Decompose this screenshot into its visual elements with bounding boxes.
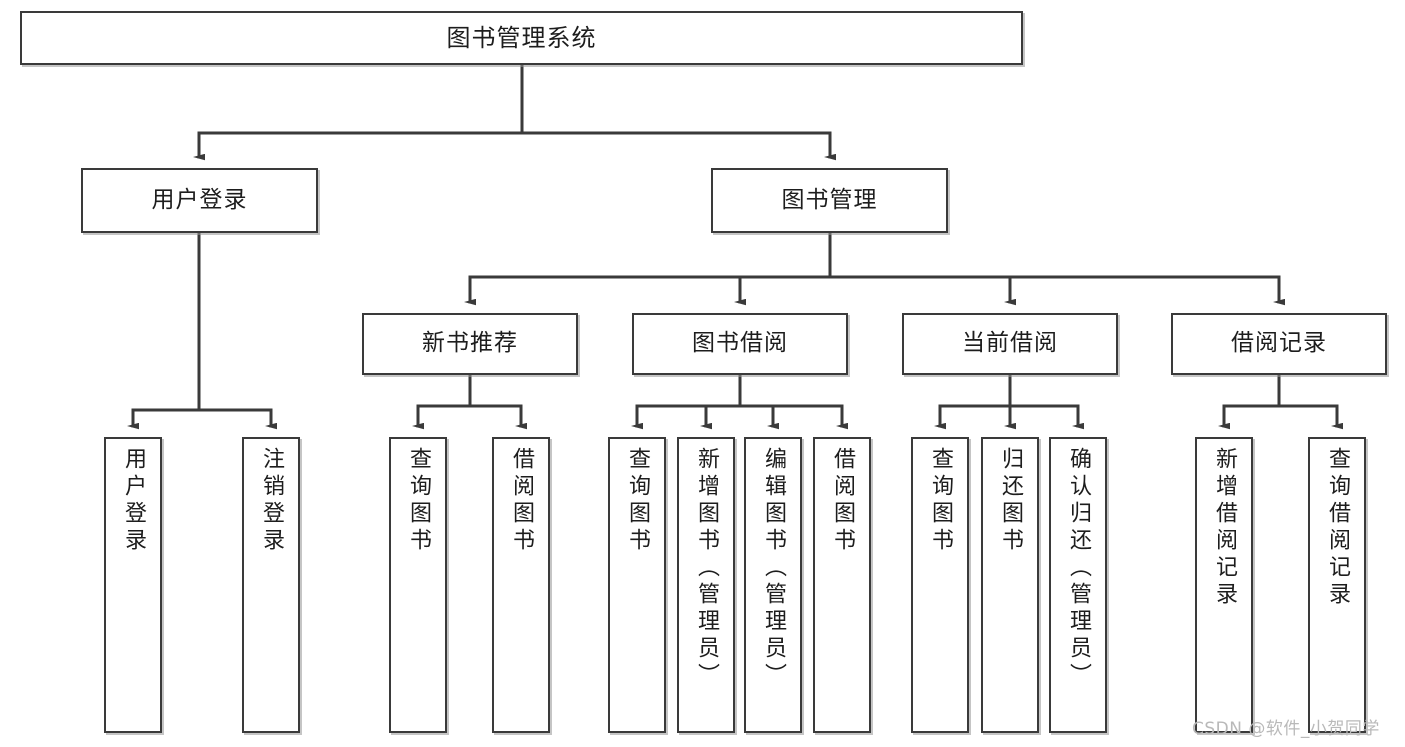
node-leaf-query-book-recommend[interactable]: 查询图书	[389, 437, 447, 733]
node-leaf-add-book-admin[interactable]: 新增图书（管理员）	[677, 437, 735, 733]
node-label: 用户登录	[121, 447, 146, 555]
node-current-borrow[interactable]: 当前借阅	[902, 313, 1118, 375]
node-label: 查询图书	[406, 447, 431, 555]
node-leaf-query-book-borrow[interactable]: 查询图书	[608, 437, 666, 733]
node-borrow-record[interactable]: 借阅记录	[1171, 313, 1387, 375]
node-leaf-confirm-return-admin[interactable]: 确认归还（管理员）	[1049, 437, 1107, 733]
node-leaf-return-book[interactable]: 归还图书	[981, 437, 1039, 733]
node-label: 新增图书（管理员）	[694, 447, 719, 690]
node-new-book-recommend[interactable]: 新书推荐	[362, 313, 578, 375]
node-leaf-borrow-book-recommend[interactable]: 借阅图书	[492, 437, 550, 733]
node-label: 确认归还（管理员）	[1066, 447, 1091, 690]
node-label: 注销登录	[259, 447, 284, 555]
node-leaf-add-borrow-record[interactable]: 新增借阅记录	[1195, 437, 1253, 733]
node-label: 编辑图书（管理员）	[761, 447, 786, 690]
node-label: 新增借阅记录	[1212, 447, 1237, 609]
node-label: 当前借阅	[962, 330, 1058, 357]
node-label: 借阅记录	[1231, 330, 1327, 357]
node-leaf-borrow-book[interactable]: 借阅图书	[813, 437, 871, 733]
node-label: 图书管理系统	[446, 23, 597, 52]
node-label: 查询图书	[625, 447, 650, 555]
node-user-login[interactable]: 用户登录	[81, 168, 318, 233]
node-leaf-query-book-current[interactable]: 查询图书	[911, 437, 969, 733]
node-label: 借阅图书	[509, 447, 534, 555]
node-label: 图书借阅	[692, 330, 788, 357]
node-leaf-logout-login[interactable]: 注销登录	[242, 437, 300, 733]
node-label: 新书推荐	[422, 330, 518, 357]
node-label: 借阅图书	[830, 447, 855, 555]
node-label: 查询图书	[928, 447, 953, 555]
node-label: 用户登录	[151, 186, 248, 213]
node-book-borrow[interactable]: 图书借阅	[632, 313, 848, 375]
node-label: 图书管理	[781, 186, 878, 213]
node-label: 查询借阅记录	[1325, 447, 1350, 609]
node-label: 归还图书	[998, 447, 1023, 555]
node-leaf-edit-book-admin[interactable]: 编辑图书（管理员）	[744, 437, 802, 733]
node-leaf-query-borrow-record[interactable]: 查询借阅记录	[1308, 437, 1366, 733]
node-book-management[interactable]: 图书管理	[711, 168, 948, 233]
node-root-book-management-system[interactable]: 图书管理系统	[20, 11, 1023, 65]
node-leaf-user-login[interactable]: 用户登录	[104, 437, 162, 733]
